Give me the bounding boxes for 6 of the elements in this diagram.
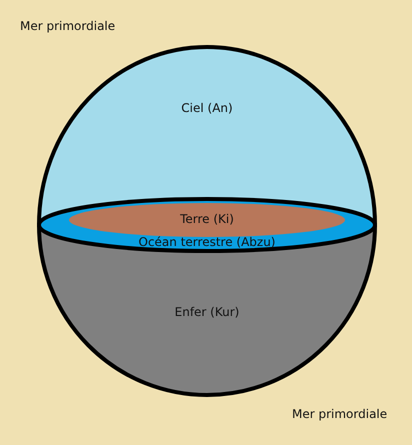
- region-label: Ciel (An): [181, 101, 233, 115]
- sea-label: Mer primordiale: [292, 407, 388, 421]
- sea-label: Mer primordiale: [20, 19, 116, 33]
- region-label: Océan terrestre (Abzu): [138, 235, 276, 249]
- region-label: Terre (Ki): [180, 212, 234, 226]
- region-label: Enfer (Kur): [174, 305, 240, 319]
